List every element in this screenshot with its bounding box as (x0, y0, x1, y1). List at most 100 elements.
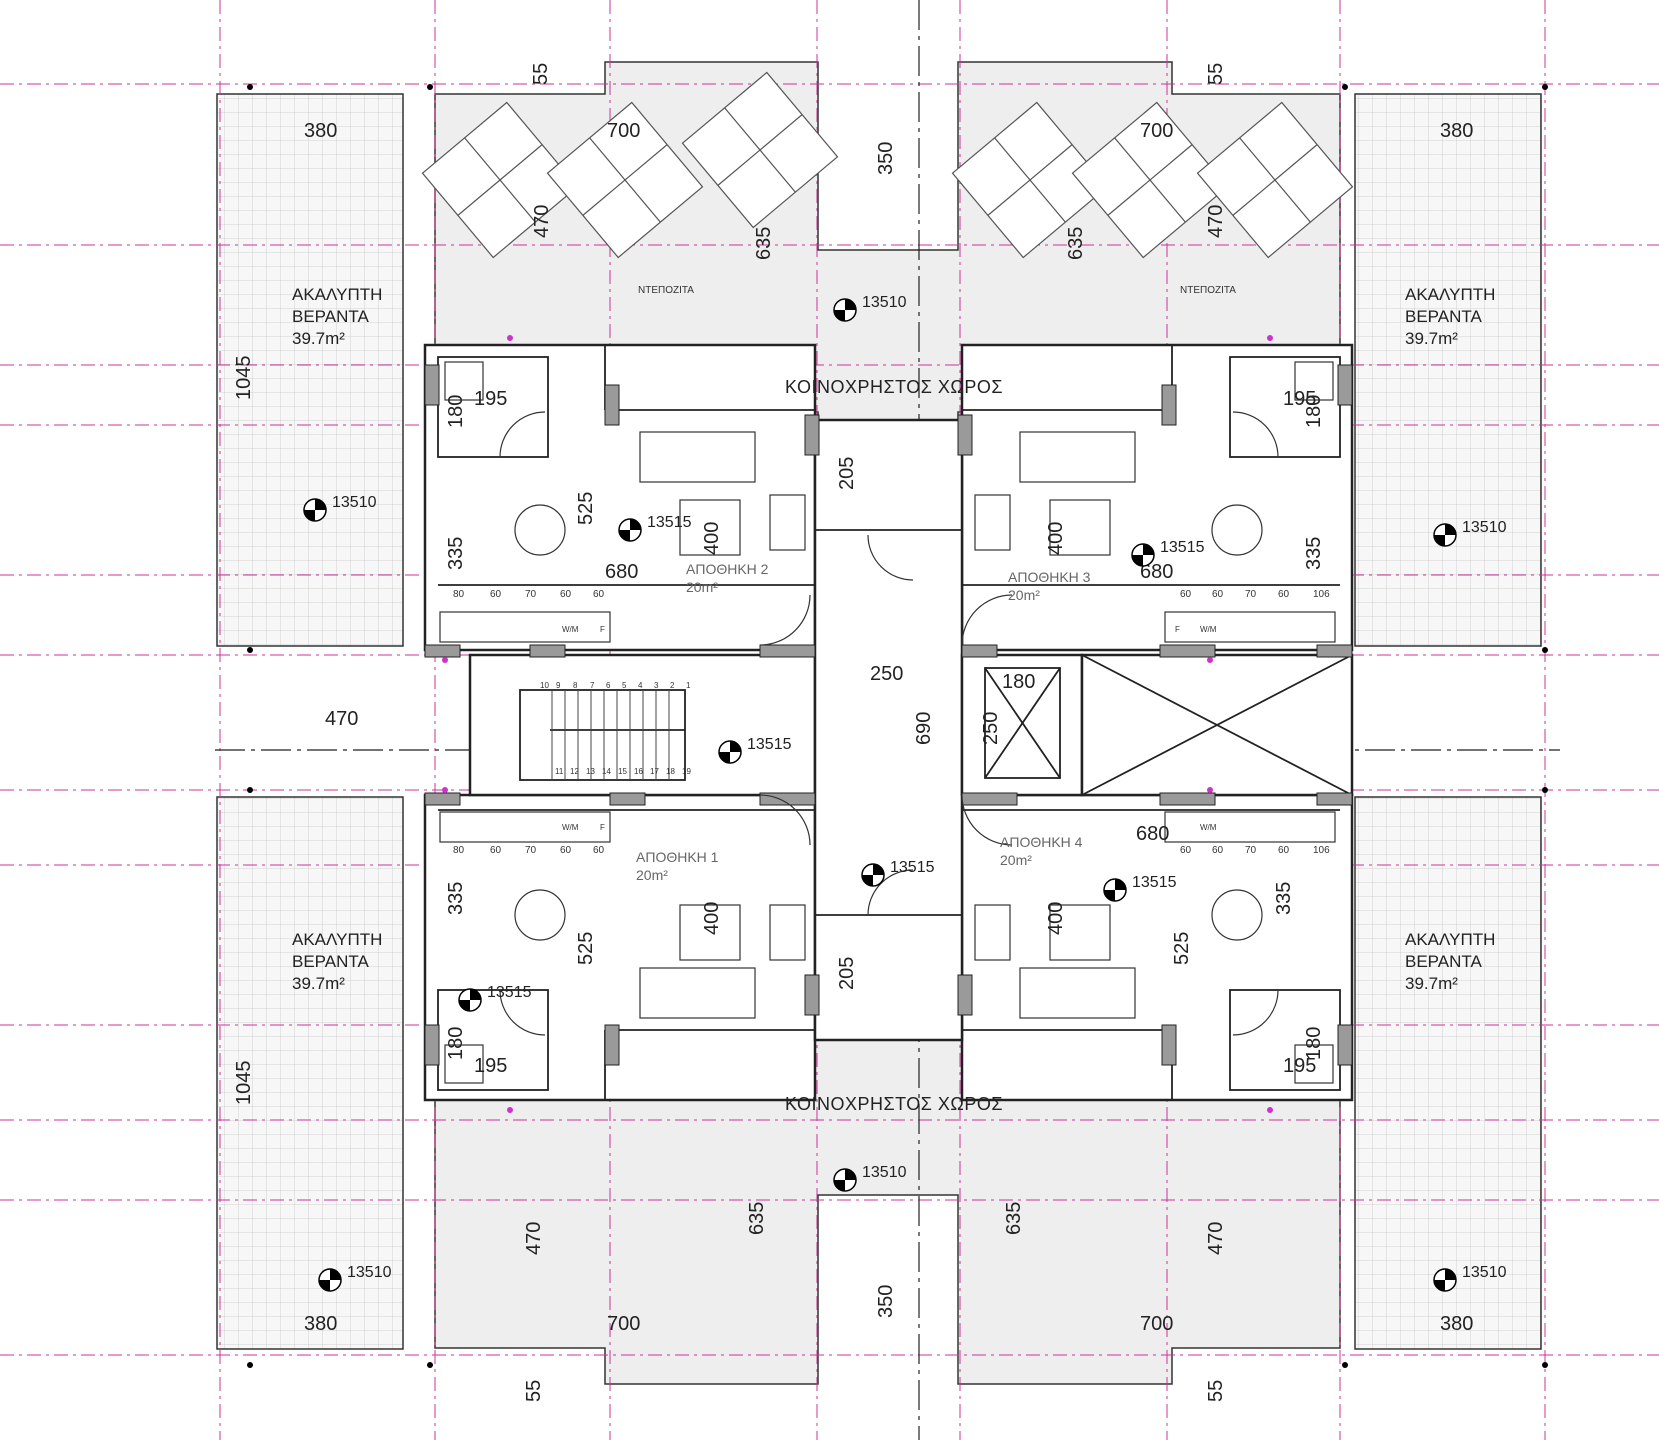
terrace-top-left-paving (216, 93, 404, 647)
level-marker-corridor: 13515 (861, 859, 935, 887)
dim-635-bl: 635 (746, 1202, 768, 1235)
stair-numbers-bottom: 11 12 13 14 15 16 17 18 19 (555, 767, 691, 776)
terrace-br-area: 39.7m² (1405, 974, 1458, 993)
dim-70-tr: 70 (1245, 589, 1257, 600)
svg-text:9: 9 (556, 681, 561, 690)
dim-635-br: 635 (1003, 1202, 1025, 1235)
stair-numbers-top: 10 9 8 7 6 5 4 3 2 1 (540, 681, 691, 690)
terrace-bl-area: 39.7m² (292, 974, 345, 993)
water-tank-left: ΝΤΕΠΟΖΙΤΑ (638, 285, 694, 296)
dim-400-br: 400 (1045, 902, 1067, 935)
svg-text:17: 17 (650, 767, 659, 776)
dim-60-tr-1: 60 (1180, 589, 1192, 600)
dim-250-lift: 250 (980, 712, 1002, 745)
storage-3-area: 20m² (1008, 587, 1040, 603)
svg-text:13515: 13515 (1132, 874, 1177, 891)
storage-1-area: 20m² (636, 867, 668, 883)
furniture (439, 361, 1336, 1084)
dim-195-tl: 195 (474, 388, 507, 410)
dim-180-br: 180 (1303, 1027, 1325, 1060)
storage-4-area: 20m² (1000, 852, 1032, 868)
svg-text:15: 15 (618, 767, 627, 776)
svg-text:5: 5 (622, 681, 627, 690)
dim-60-tr-2: 60 (1212, 589, 1224, 600)
level-marker-apt-tr: 13515 (1131, 539, 1205, 567)
terrace-bottom-left-paving (216, 796, 404, 1350)
f-bl: F (600, 823, 605, 832)
dim-205-bottom: 205 (836, 957, 858, 990)
dim-680-tl: 680 (605, 561, 638, 583)
dim-80-tl: 80 (453, 589, 465, 600)
dim-1045-tl: 1045 (233, 356, 255, 401)
storage-2-area: 20m² (686, 579, 718, 595)
dim-70-br: 70 (1245, 845, 1257, 856)
dim-635-tl: 635 (753, 227, 775, 260)
svg-text:14: 14 (602, 767, 611, 776)
svg-text:4: 4 (638, 681, 643, 690)
dim-60-br-1: 60 (1180, 845, 1192, 856)
f-tl: F (600, 625, 605, 634)
dim-380-bl: 380 (304, 1313, 337, 1335)
dim-400-bl: 400 (701, 902, 723, 935)
dim-335-tl: 335 (445, 537, 467, 570)
central-corridor (813, 418, 964, 1042)
dim-60-br-3: 60 (1278, 845, 1290, 856)
terrace-top-right-paving (1354, 93, 1542, 647)
svg-text:13515: 13515 (487, 984, 532, 1001)
dim-470-mid: 470 (325, 708, 358, 730)
dim-525-br: 525 (1171, 932, 1193, 965)
dim-250-mid: 250 (870, 663, 903, 685)
dim-55-tr: 55 (1205, 63, 1227, 85)
stair-treads (551, 690, 670, 780)
dim-55-bl: 55 (523, 1380, 545, 1402)
apartment-top-left (423, 343, 817, 652)
storage-2-name: ΑΠΟΘΗΚΗ 2 (686, 561, 769, 577)
svg-text:13515: 13515 (647, 514, 692, 531)
dim-700-tl: 700 (607, 120, 640, 142)
f-tr: F (1175, 625, 1180, 634)
dim-60-tl-3: 60 (593, 589, 605, 600)
svg-text:13510: 13510 (1462, 519, 1507, 536)
level-marker-apt-br: 13515 (1103, 874, 1177, 902)
dim-195-br: 195 (1283, 1055, 1316, 1077)
dim-380-br: 380 (1440, 1313, 1473, 1335)
svg-text:10: 10 (540, 681, 549, 690)
dim-60-bl-3: 60 (593, 845, 605, 856)
dim-700-tr: 700 (1140, 120, 1173, 142)
dim-60-tr-3: 60 (1278, 589, 1290, 600)
dim-380-tr: 380 (1440, 120, 1473, 142)
apartment-top-right (960, 343, 1354, 652)
level-markers: 13510 13510 13510 13515 13515 13515 (303, 294, 1507, 1292)
dim-106-tr: 106 (1313, 589, 1330, 600)
svg-text:6: 6 (606, 681, 611, 690)
svg-text:13515: 13515 (890, 859, 935, 876)
terrace-tr-area: 39.7m² (1405, 329, 1458, 348)
terrace-br-title-1: ΑΚΑΛΥΠΤΗ (1405, 930, 1495, 949)
dim-60-bl-1: 60 (490, 845, 502, 856)
storage-1-name: ΑΠΟΘΗΚΗ 1 (636, 849, 719, 865)
dim-680-tr: 680 (1140, 561, 1173, 583)
dim-525-tl: 525 (575, 492, 597, 525)
dim-470-tr: 470 (1205, 205, 1227, 238)
svg-text:7: 7 (590, 681, 595, 690)
dim-335-bl: 335 (445, 882, 467, 915)
dim-380-tl: 380 (304, 120, 337, 142)
dim-525-bl: 525 (575, 932, 597, 965)
dim-55-tl: 55 (530, 63, 552, 85)
wm-tl: W/M (562, 625, 579, 634)
dim-106-br: 106 (1313, 845, 1330, 856)
dim-180-tr: 180 (1303, 395, 1325, 428)
solar-panels (421, 71, 1354, 259)
svg-text:2: 2 (670, 681, 675, 690)
svg-text:13510: 13510 (347, 1264, 392, 1281)
svg-text:8: 8 (573, 681, 578, 690)
terrace-tr-title-2: ΒΕΡΑΝΤΑ (1405, 307, 1482, 326)
svg-text:13515: 13515 (747, 736, 792, 753)
svg-text:16: 16 (634, 767, 643, 776)
dim-400-tr: 400 (1045, 522, 1067, 555)
svg-text:19: 19 (682, 767, 691, 776)
dim-180-bl: 180 (445, 1027, 467, 1060)
dim-700-br: 700 (1140, 1313, 1173, 1335)
level-marker-terrace-tr: 13510 (1433, 519, 1507, 547)
